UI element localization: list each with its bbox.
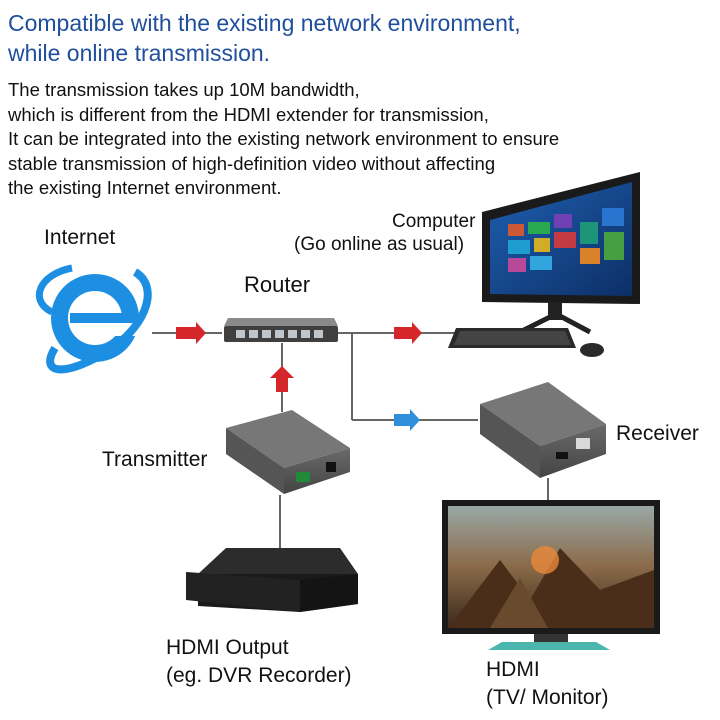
hdmi-display-sublabel: (TV/ Monitor) bbox=[486, 686, 609, 709]
hdmi-output-sublabel: (eg. DVR Recorder) bbox=[166, 664, 352, 687]
description-line-5: the existing Internet environment. bbox=[8, 177, 282, 198]
description-line-3: It can be integrated into the existing n… bbox=[8, 128, 560, 149]
description-line-1: The transmission takes up 10M bandwidth, bbox=[8, 79, 360, 100]
red-arrow-router-computer bbox=[394, 322, 422, 344]
red-arrow-transmitter-router bbox=[270, 366, 294, 392]
computer-monitor-icon bbox=[448, 172, 640, 357]
blue-arrow-router-receiver bbox=[394, 409, 420, 431]
computer-sublabel: (Go online as usual) bbox=[294, 234, 465, 255]
description-line-4: stable transmission of high-definition v… bbox=[8, 152, 496, 174]
headline-line-1: Compatible with the existing network env… bbox=[8, 10, 521, 36]
internet-explorer-icon bbox=[35, 264, 152, 374]
red-arrow-internet-router bbox=[176, 322, 206, 344]
dvr-recorder-icon bbox=[186, 548, 358, 612]
receiver-label: Receiver bbox=[616, 422, 699, 445]
computer-label: Computer bbox=[392, 211, 476, 232]
headline-line-2: while online transmission. bbox=[8, 40, 271, 66]
router-label: Router bbox=[244, 272, 311, 297]
hdmi-output-label: HDMI Output bbox=[166, 636, 289, 659]
description-line-2: which is different from the HDMI extende… bbox=[8, 103, 489, 125]
tv-monitor-icon bbox=[442, 500, 660, 650]
description: The transmission takes up 10M bandwidth,… bbox=[8, 78, 708, 201]
transmitter-icon bbox=[226, 410, 350, 494]
receiver-icon bbox=[480, 382, 606, 478]
headline: Compatible with the existing network env… bbox=[8, 8, 708, 68]
transmitter-label: Transmitter bbox=[102, 448, 208, 471]
hdmi-display-label: HDMI bbox=[486, 658, 540, 681]
router-icon bbox=[224, 318, 338, 342]
internet-label: Internet bbox=[44, 226, 116, 249]
